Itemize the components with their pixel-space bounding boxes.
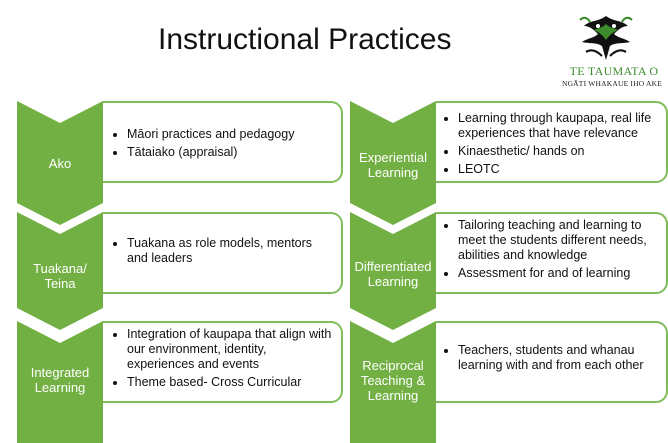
- bullet-item: Theme based- Cross Curricular: [127, 375, 335, 390]
- practice-details: Teachers, students and whanau learning w…: [436, 321, 668, 403]
- practice-label: Tuakana/ Teina: [33, 261, 87, 291]
- bullet-item: Assessment for and of learning: [458, 266, 662, 281]
- bullet-item: Learning through kaupapa, real life expe…: [458, 111, 662, 141]
- bullet-item: Teachers, students and whanau learning w…: [458, 343, 662, 373]
- practice-details: Tailoring teaching and learning to meet …: [436, 212, 668, 294]
- practice-label: Reciprocal Teaching & Learning: [360, 357, 426, 403]
- bullet-item: LEOTC: [458, 162, 662, 177]
- bullet-item: Tuakana as role models, mentors and lead…: [127, 236, 335, 266]
- te-taumata-logo-icon: [579, 16, 633, 60]
- logo-name: TE TAUMATA O: [569, 64, 659, 78]
- bullet-item: Tātaiako (appraisal): [127, 145, 335, 160]
- practice-details: Integration of kaupapa that align with o…: [103, 321, 343, 403]
- logo-subtitle: NGĀTI WHAKAUE IHO AKE: [561, 79, 663, 88]
- chevron-shape: [17, 101, 103, 225]
- practice-label: Ako: [48, 155, 72, 171]
- practice-label: Differentiated Learning: [354, 259, 432, 289]
- page-title: Instructional Practices: [158, 23, 452, 56]
- practice-label: Integrated Learning: [30, 365, 90, 395]
- chevron-shape: [17, 321, 103, 443]
- practice-details: Learning through kaupapa, real life expe…: [436, 101, 668, 183]
- chevron-shape: [350, 101, 436, 225]
- chevron-shape: [350, 212, 436, 330]
- chevron-shape: [350, 321, 436, 443]
- bullet-item: Tailoring teaching and learning to meet …: [458, 218, 662, 263]
- practice-details: Māori practices and pedagogy Tātaiako (a…: [103, 101, 343, 183]
- practice-details: Tuakana as role models, mentors and lead…: [103, 212, 343, 294]
- bullet-item: Integration of kaupapa that align with o…: [127, 327, 335, 372]
- practice-label: Experiential Learning: [359, 150, 427, 180]
- chevron-shape: [17, 212, 103, 330]
- bullet-item: Māori practices and pedagogy: [127, 127, 335, 142]
- bullet-item: Kinaesthetic/ hands on: [458, 144, 662, 159]
